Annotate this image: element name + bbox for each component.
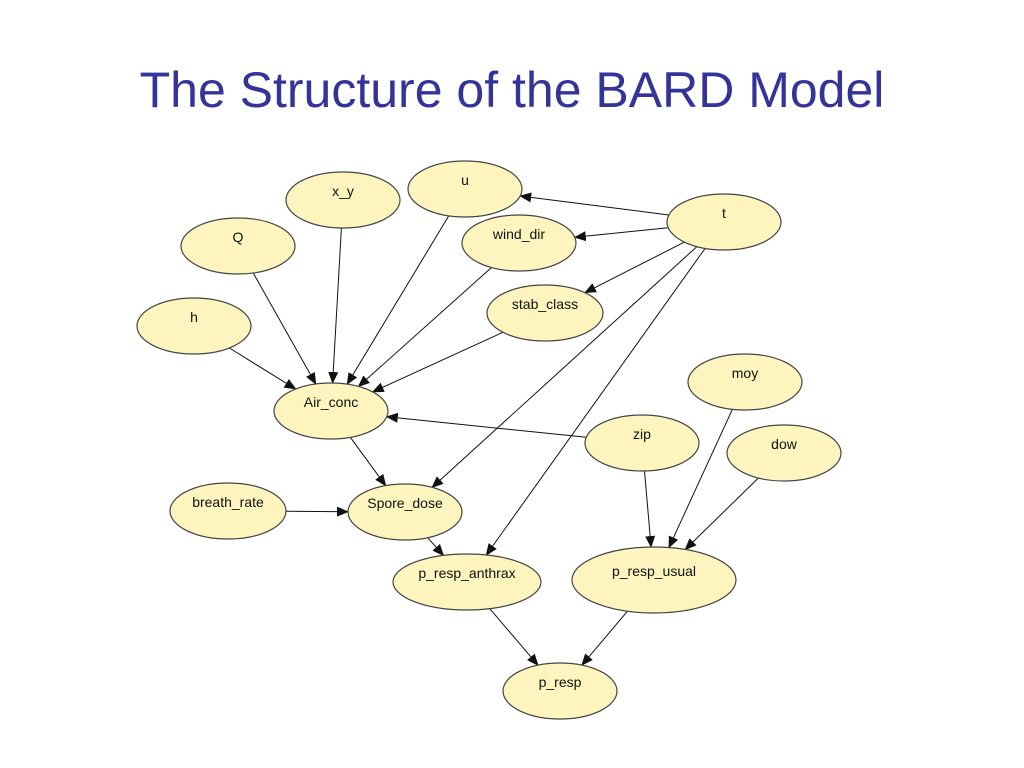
node-p-resp: p_resp [502,662,618,720]
edge-q-to-air-conc [252,272,317,385]
node-ellipse [571,546,737,614]
edge-dow-to-p-resp-usual [684,477,759,551]
node-label: p_resp_anthrax [418,565,515,581]
node-h: h [136,297,252,355]
node-q: Q [180,217,296,275]
node-ellipse [687,353,803,411]
edge-p-resp-anthrax-to-p-resp [489,608,539,666]
edge-zip-to-p-resp-usual [644,470,656,548]
node-ellipse [502,662,618,720]
node-ellipse [136,297,252,355]
edge-stab-class-to-air-conc [371,331,504,393]
node-spore-dose: Spore_dose [347,483,463,541]
edges-layer [229,192,759,666]
edge-t-to-stab-class [584,241,685,294]
node-ellipse [407,160,523,218]
node-label: u [461,172,469,188]
edge-moy-to-p-resp-usual [668,409,733,549]
node-ellipse [461,214,577,272]
slide-title: The Structure of the BARD Model [139,62,885,118]
edge-t-to-u [519,192,669,216]
node-label: stab_class [512,296,578,312]
node-label: t [722,205,726,221]
node-p-resp-usual: p_resp_usual [571,546,737,614]
edge-u-to-air-conc [346,215,450,386]
node-label: Air_conc [304,394,358,410]
node-dow: dow [726,424,842,482]
edge-spore-dose-to-p-resp-anthrax [427,537,445,557]
node-label: breath_rate [192,494,264,510]
edge-p-resp-usual-to-p-resp [581,610,628,666]
edge-t-to-wind-dir [573,227,669,242]
node-moy: moy [687,353,803,411]
node-wind-dir: wind_dir [461,214,577,272]
node-u: u [407,160,523,218]
node-label: p_resp [539,674,582,690]
node-ellipse [584,414,700,472]
node-t: t [666,193,782,251]
node-breath-rate: breath_rate [169,482,287,540]
node-ellipse [486,284,604,342]
node-label: p_resp_usual [612,563,696,579]
node-ellipse [273,382,389,440]
edge-wind-dir-to-air-conc [357,267,492,388]
node-ellipse [180,217,296,275]
node-ellipse [726,424,842,482]
node-zip: zip [584,414,700,472]
edge-zip-to-air-conc [385,412,587,438]
node-ellipse [392,553,542,611]
node-ellipse [169,482,287,540]
edge-t-to-p-resp-anthrax [485,248,706,556]
edge-t-to-spore-dose [431,246,698,489]
node-label: Spore_dose [367,495,443,511]
node-ellipse [347,483,463,541]
node-ellipse [666,193,782,251]
node-label: h [190,309,198,325]
node-label: x_y [332,183,354,199]
edge-air-conc-to-spore-dose [349,437,387,487]
node-label: moy [732,365,758,381]
node-p-resp-anthrax: p_resp_anthrax [392,553,542,611]
node-label: wind_dir [492,226,545,242]
node-label: Q [233,229,244,245]
node-x-y: x_y [285,171,401,229]
node-ellipse [285,171,401,229]
node-stab-class: stab_class [486,284,604,342]
edge-x-y-to-air-conc [328,227,342,384]
node-label: zip [633,426,651,442]
node-label: dow [771,436,798,452]
node-air-conc: Air_conc [273,382,389,440]
edge-h-to-air-conc [229,347,297,390]
